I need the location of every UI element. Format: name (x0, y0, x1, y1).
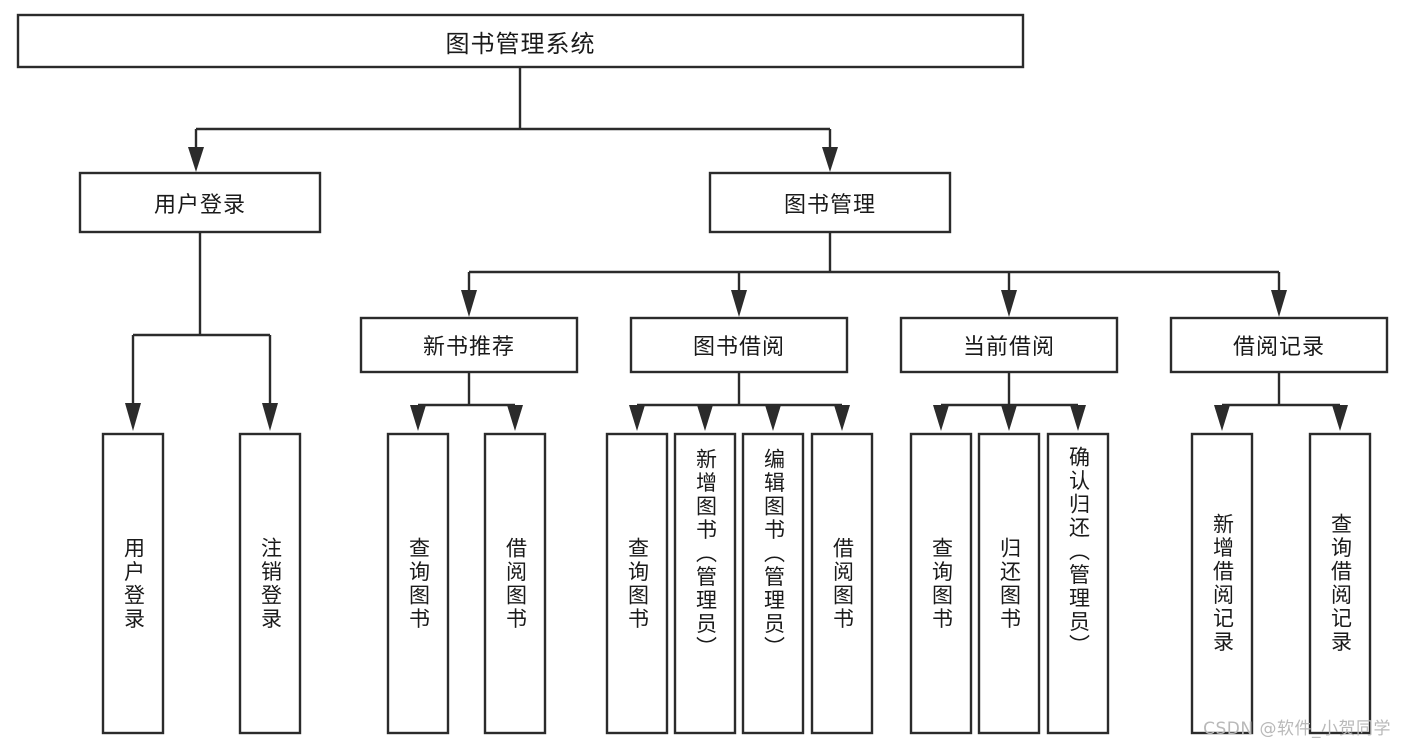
arrow-head-icon (834, 405, 850, 431)
node-box-leaf-query-record[interactable] (1308, 432, 1372, 735)
arrow-head-icon (731, 290, 747, 317)
connector-currentborrow-to-leaves (933, 372, 1086, 431)
node-box-leaf-borrow-book-2[interactable] (810, 432, 874, 735)
node-box-new-book-rec[interactable] (359, 316, 579, 374)
arrow-head-icon (188, 147, 204, 172)
connector-newbookrec-to-leaves (410, 372, 523, 431)
node-box-borrow-record[interactable] (1169, 316, 1389, 374)
node-box-current-borrow[interactable] (899, 316, 1119, 374)
node-box-leaf-query-book-3[interactable] (909, 432, 973, 735)
connector-bookmanage-to-level3 (461, 232, 1287, 317)
node-box-book-manage[interactable] (708, 171, 952, 234)
arrow-head-icon (1001, 290, 1017, 317)
node-box-leaf-return-book[interactable] (977, 432, 1041, 735)
node-box-leaf-add-record[interactable] (1190, 432, 1254, 735)
node-box-root[interactable] (16, 13, 1025, 69)
connector-userlogin-to-leaves (125, 232, 278, 431)
node-box-leaf-edit-book[interactable] (741, 432, 805, 735)
arrow-head-icon (765, 405, 781, 431)
arrow-head-icon (1070, 405, 1086, 431)
arrow-head-icon (1332, 405, 1348, 431)
arrow-head-icon (822, 147, 838, 172)
arrow-head-icon (125, 403, 141, 431)
arrow-head-icon (1001, 405, 1017, 431)
node-box-leaf-user-login[interactable] (101, 432, 165, 735)
connector-bookborrow-to-leaves (629, 372, 850, 431)
connector-borrowrecord-to-leaves (1214, 372, 1348, 431)
arrow-head-icon (410, 405, 426, 431)
arrow-head-icon (507, 405, 523, 431)
arrow-head-icon (262, 403, 278, 431)
node-box-leaf-add-book[interactable] (673, 432, 737, 735)
arrow-head-icon (629, 405, 645, 431)
arrow-head-icon (1214, 405, 1230, 431)
node-box-leaf-borrow-book-1[interactable] (483, 432, 547, 735)
connector-root-to-level2 (188, 67, 838, 172)
node-box-user-login[interactable] (78, 171, 322, 234)
arrow-head-icon (697, 405, 713, 431)
arrow-head-icon (1271, 290, 1287, 317)
node-box-leaf-query-book-1[interactable] (386, 432, 450, 735)
arrow-head-icon (461, 290, 477, 317)
node-box-leaf-user-logout[interactable] (238, 432, 302, 735)
node-box-leaf-confirm-return[interactable] (1046, 432, 1110, 735)
node-box-leaf-query-book-2[interactable] (605, 432, 669, 735)
arrow-head-icon (933, 405, 949, 431)
node-box-book-borrow[interactable] (629, 316, 849, 374)
